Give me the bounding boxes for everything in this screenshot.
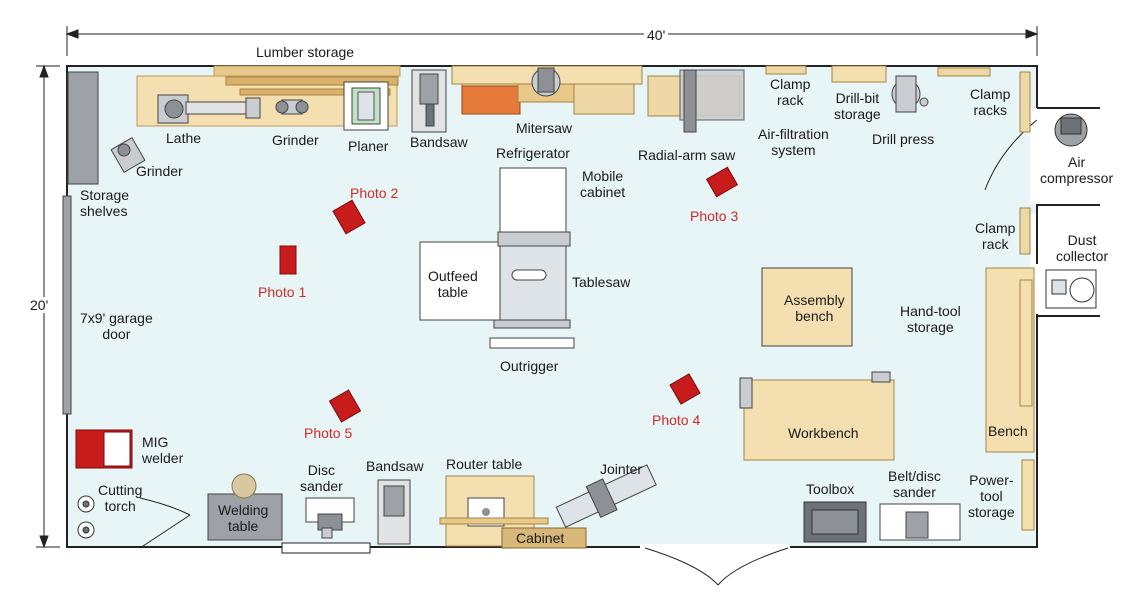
grinder-left <box>110 137 146 173</box>
radial-arm-saw <box>647 69 745 133</box>
dust-collector <box>1045 269 1097 309</box>
threshold <box>281 542 371 554</box>
label-disc-sander: Disc sander <box>300 462 343 494</box>
label-tablesaw: Tablesaw <box>572 274 631 290</box>
label-outrigger: Outrigger <box>500 358 559 374</box>
assembly-bench <box>761 267 853 347</box>
label-drill-bit-storage: Drill-bit storage <box>834 90 881 122</box>
label-dust-collector: Dust collector <box>1056 232 1109 264</box>
bench <box>985 267 1035 453</box>
label-grinder-top: Grinder <box>272 132 319 148</box>
label-clamp-rack-right: Clamp rack <box>975 220 1016 252</box>
label-planer: Planer <box>348 138 389 154</box>
photo-label-5: Photo 5 <box>304 425 353 441</box>
label-storage-shelves: Storage shelves <box>80 187 130 219</box>
bandsaw-bottom <box>377 479 411 545</box>
tablesaw <box>419 167 575 349</box>
photo-label-1: Photo 1 <box>258 284 307 300</box>
label-lathe: Lathe <box>166 130 202 146</box>
bandsaw-top <box>411 69 447 133</box>
garage-door <box>62 195 72 415</box>
label-radial-arm-saw: Radial-arm saw <box>638 147 736 163</box>
mitersaw-station <box>451 65 643 115</box>
label-mobile-cabinet: Mobile cabinet <box>580 168 626 200</box>
label-bandsaw-top: Bandsaw <box>410 134 468 150</box>
storage-shelves <box>67 71 99 185</box>
clamp-rack-top <box>765 65 1031 255</box>
photo-label-4: Photo 4 <box>652 412 701 428</box>
label-grinder-left: Grinder <box>136 163 183 179</box>
side-door-swing <box>139 497 191 549</box>
toolbox <box>803 501 867 543</box>
label-mig-welder: MIG welder <box>142 434 184 466</box>
photo-markers <box>279 166 739 423</box>
cabinet <box>501 527 587 549</box>
lathe <box>157 94 261 124</box>
label-router-table: Router table <box>446 456 523 472</box>
label-clamp-rack-top: Clamp rack <box>770 76 811 108</box>
cutting-torch <box>77 495 95 539</box>
label-workbench: Workbench <box>788 425 859 441</box>
label-lumber-storage: Lumber storage <box>256 44 355 60</box>
label-toolbox: Toolbox <box>806 481 855 497</box>
power-tool-storage <box>1021 459 1035 531</box>
air-compressor <box>1054 113 1088 147</box>
label-hand-tool-storage: Hand-tool storage <box>900 303 961 335</box>
mig-welder <box>75 429 133 469</box>
dimension-width <box>65 26 1039 56</box>
drill-press <box>891 75 929 113</box>
photo-label-3: Photo 3 <box>690 208 739 224</box>
disc-sander <box>305 497 355 539</box>
label-welding-table: Welding table <box>218 502 269 534</box>
label-clamp-racks: Clamp racks <box>970 86 1011 118</box>
label-garage-door: 7x9' garage door <box>80 310 153 342</box>
workbench <box>739 371 895 461</box>
drill-bit-storage <box>831 65 887 83</box>
label-air-filtration: Air-filtration system <box>758 126 829 158</box>
label-cabinet: Cabinet <box>516 530 565 546</box>
dimension-depth-label: 20' <box>30 297 49 313</box>
jointer <box>555 464 657 528</box>
welding-table <box>207 473 283 541</box>
label-refrigerator: Refrigerator <box>496 145 570 161</box>
label-jointer: Jointer <box>600 461 643 477</box>
grinder-top <box>275 99 309 115</box>
router-table <box>439 475 549 547</box>
label-air-compressor: Air compressor <box>1040 154 1114 186</box>
label-drill-press: Drill press <box>872 131 935 147</box>
dimension-width-label: 40' <box>644 27 669 43</box>
label-bandsaw-bottom: Bandsaw <box>366 458 424 474</box>
planer <box>343 81 389 131</box>
label-belt-disc-sander: Belt/disc sander <box>888 468 941 500</box>
photo-label-2: Photo 2 <box>350 185 399 201</box>
belt-disc-sander <box>879 503 961 541</box>
label-bench: Bench <box>988 423 1028 439</box>
label-cutting-torch: Cutting torch <box>98 482 143 514</box>
label-assembly-bench: Assembly bench <box>784 292 845 324</box>
bottom-double-door <box>640 544 790 586</box>
label-outfeed-table: Outfeed table <box>428 268 478 300</box>
label-power-tool-storage: Power- tool storage <box>968 472 1015 520</box>
label-mitersaw: Mitersaw <box>516 120 573 136</box>
